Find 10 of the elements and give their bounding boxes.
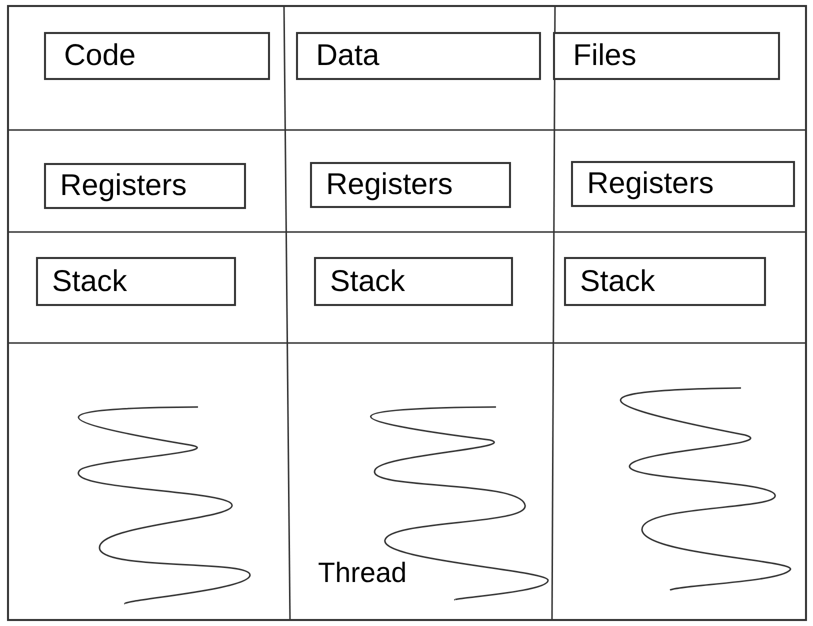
label-box: Registers — [571, 161, 795, 207]
label-box: Stack — [36, 257, 236, 306]
label-box: Code — [44, 32, 270, 80]
thread-label: Thread — [318, 557, 407, 589]
label-box: Registers — [44, 163, 246, 209]
label-box: Files — [553, 32, 780, 80]
label-box: Registers — [310, 162, 511, 208]
label-box: Stack — [314, 257, 513, 306]
label-box: Stack — [564, 257, 766, 306]
label-box: Data — [296, 32, 541, 80]
